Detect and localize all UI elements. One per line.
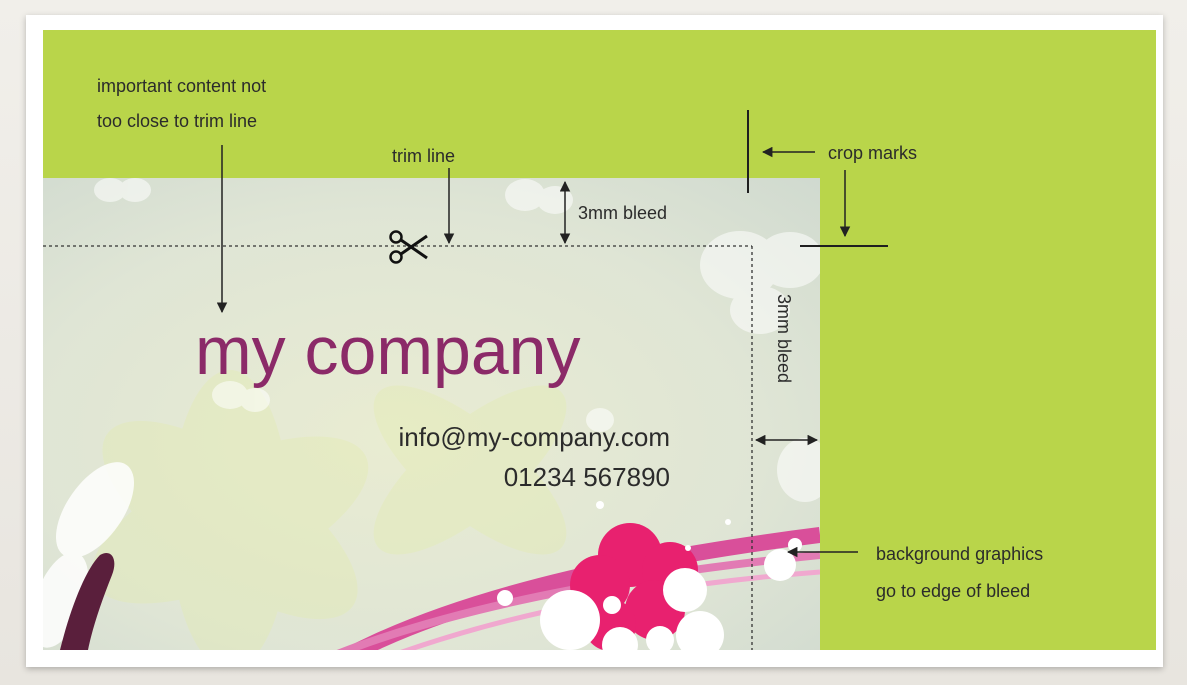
bleed-right-label: 3mm bleed — [774, 294, 794, 383]
company-name: my company — [195, 313, 580, 389]
company-email: info@my-company.com — [398, 422, 670, 452]
background-graphics-label-line2: go to edge of bleed — [876, 581, 1030, 601]
card-background-graphics — [43, 178, 820, 650]
crop-marks-label: crop marks — [828, 143, 917, 163]
background-graphics-label: background graphics — [876, 544, 1043, 564]
bleed-top-label: 3mm bleed — [578, 203, 667, 223]
important-content-label-line2: too close to trim line — [97, 111, 257, 131]
company-phone: 01234 567890 — [504, 462, 670, 492]
trim-line-label: trim line — [392, 146, 455, 166]
scissors-icon — [389, 230, 428, 264]
important-content-label: important content not — [97, 76, 266, 96]
